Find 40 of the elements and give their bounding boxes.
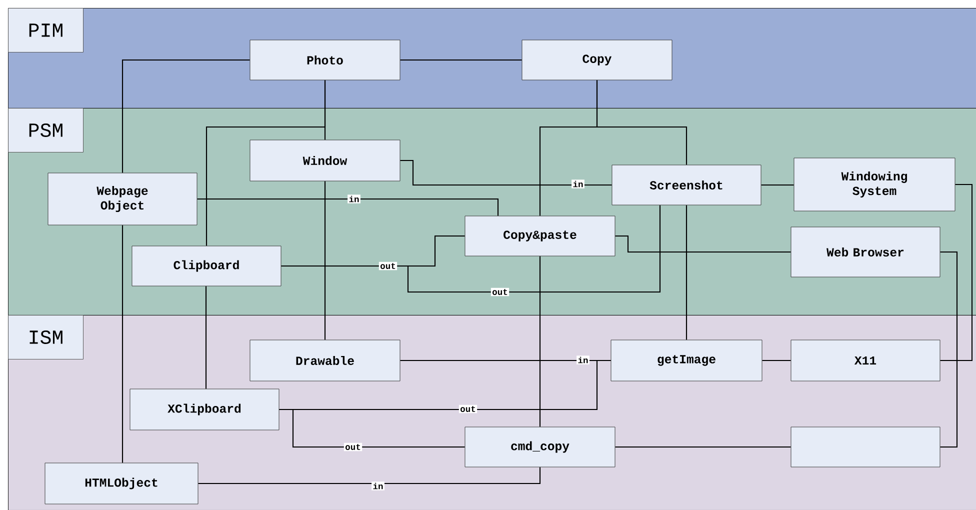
edge-label: in xyxy=(572,180,584,188)
connector-line xyxy=(615,235,791,253)
empty-box xyxy=(790,426,940,468)
process-box: XClipboard xyxy=(130,388,280,430)
connector-line xyxy=(686,205,688,340)
connector-line xyxy=(279,408,465,448)
edge-label: in xyxy=(372,482,384,490)
process-box: Photo xyxy=(250,40,400,80)
connector-line xyxy=(539,256,541,427)
process-box: X11 xyxy=(790,340,940,382)
edge-label: in xyxy=(348,194,360,204)
connector-line xyxy=(940,184,973,362)
connector-line xyxy=(122,59,250,173)
connector-line xyxy=(197,198,499,216)
process-box: Copy xyxy=(522,40,672,80)
connector-line xyxy=(615,446,791,448)
process-box: Window xyxy=(250,140,400,182)
process-box: Screenshot xyxy=(612,164,762,206)
connector-line xyxy=(400,160,612,186)
connector-line xyxy=(198,467,541,484)
process-box: Windowing System xyxy=(794,158,956,212)
connector-line xyxy=(281,205,661,293)
process-box: Webpage Object xyxy=(48,172,198,226)
connector-line xyxy=(940,251,958,448)
connector-line xyxy=(761,184,794,186)
edge-label: in xyxy=(576,356,590,364)
process-box: Drawable xyxy=(250,340,400,382)
connector-line xyxy=(324,181,326,340)
process-box: HTMLObject xyxy=(44,462,198,504)
connector-line xyxy=(596,80,688,165)
connector-line xyxy=(762,360,791,362)
connector-line xyxy=(122,225,124,463)
connector-line xyxy=(206,80,326,246)
process-box: Copy&paste xyxy=(464,216,616,256)
process-box: getImage xyxy=(610,340,762,382)
process-box: Web Browser xyxy=(790,226,940,278)
process-box: cmd_copy xyxy=(464,426,616,468)
connector-line xyxy=(400,59,522,61)
connector-line xyxy=(205,286,207,389)
process-box: Clipboard xyxy=(132,246,282,286)
